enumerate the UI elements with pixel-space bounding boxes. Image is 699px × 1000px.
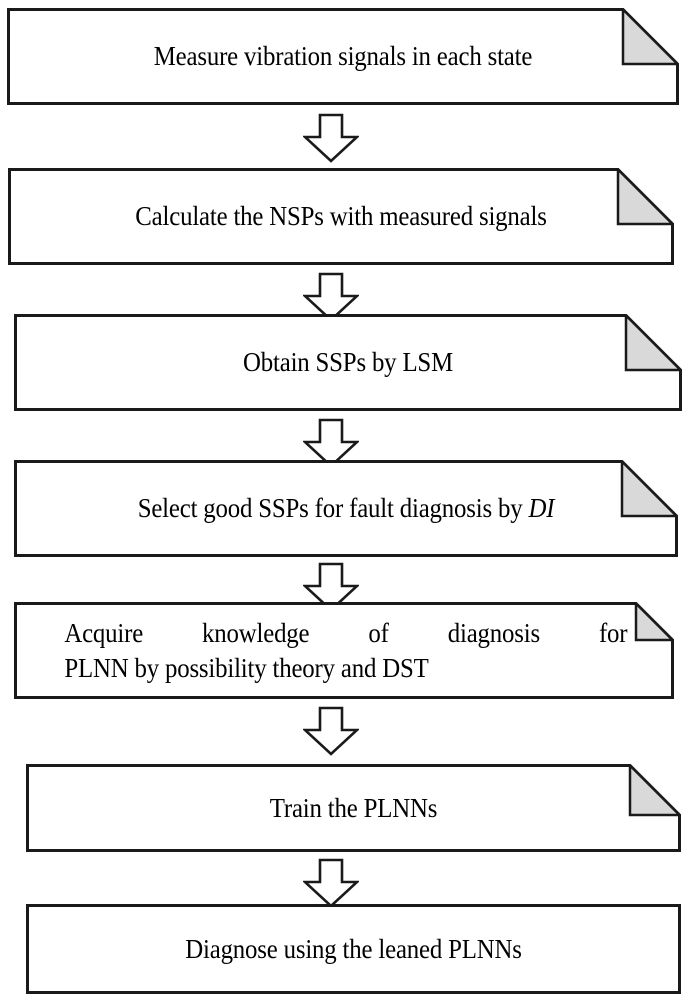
flow-node-calculate-nsps[interactable]: Calculate the NSPs with measured signals [8,168,674,265]
flow-node-label-italic: DI [528,493,555,524]
flow-node-measure-vibration-signals[interactable]: Measure vibration signals in each state [7,8,679,105]
flow-node-label: Measure vibration signals in each state [153,41,533,72]
flow-node-label: Diagnose using the leaned PLNNs [185,933,522,964]
flow-node-label: Select good SSPs for fault diagnosis by … [41,460,652,557]
node-shape-document [8,168,674,265]
connector-arrow-down-4 [303,562,359,612]
flow-node-train-plnns[interactable]: Train the PLNNs [26,764,681,852]
connector-arrow-down-5 [303,706,359,756]
flow-node-acquire-knowledge[interactable]: Acquire knowledge of diagnosis for PLNN … [14,602,674,699]
flow-node-label: Calculate the NSPs with measured signals [135,201,547,232]
connector-arrow-down-2 [303,272,359,322]
flow-node-obtain-ssps[interactable]: Obtain SSPs by LSM [14,314,682,411]
node-shape-document [26,764,681,852]
flow-node-label: Obtain SSPs by LSM [243,347,453,378]
node-shape-rectangle [26,904,681,994]
flow-node-label: Acquire knowledge of diagnosis for PLNN … [64,617,628,683]
flow-node-label: Train the PLNNs [269,792,438,823]
node-shape-document [14,460,678,557]
node-shape-document [7,8,679,105]
flow-node-diagnose-using-learned-plnns[interactable]: Diagnose using the leaned PLNNs [26,904,681,994]
flow-node-label-text: Select good SSPs for fault diagnosis by [137,493,529,524]
node-shape-document [14,314,682,411]
flow-node-select-good-ssps[interactable]: Select good SSPs for fault diagnosis by … [14,460,678,557]
connector-arrow-down-3 [303,418,359,468]
connector-arrow-down-1 [303,113,359,163]
connector-arrow-down-6 [303,858,359,908]
node-shape-document [14,602,674,699]
